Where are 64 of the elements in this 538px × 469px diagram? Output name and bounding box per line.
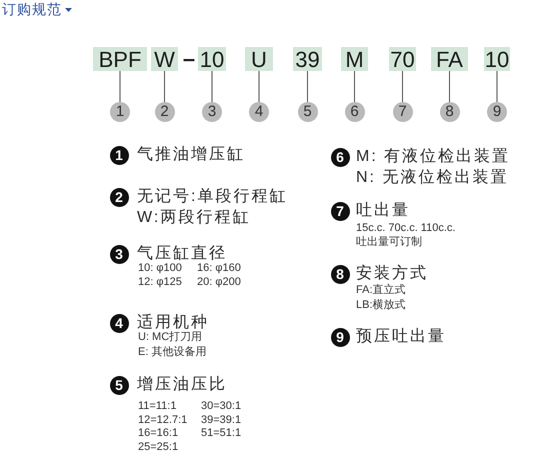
spec-option: 15c.c. 70c.c. 110c.c. [356, 222, 456, 235]
callout-number: 6 [344, 102, 364, 122]
spec-heading: 安装方式 [356, 264, 428, 284]
spec-option: 11=11:1 [138, 400, 176, 413]
item-number: 9 [330, 328, 350, 346]
spec-option: 20: φ200 [197, 276, 241, 288]
page-title: 订购规范 [2, 1, 62, 18]
spec-option: U: MC打刀用 [138, 331, 202, 344]
leader-line [258, 70, 260, 102]
code-segment: 10 [198, 47, 226, 71]
spec-option: FA:直立式 [356, 284, 406, 297]
callout-number: 2 [154, 102, 174, 122]
spec-option: 12=12.7:1 [138, 414, 188, 426]
spec-option: 39=39:1 [201, 414, 242, 426]
leader-line [496, 70, 498, 102]
code-segment: FA [431, 47, 468, 71]
spec-heading: 适用机种 [137, 312, 209, 331]
item-number: 2 [110, 188, 128, 206]
spec-option: 吐出量可订制 [356, 236, 422, 249]
spec-option: 12: φ125 [138, 276, 182, 288]
code-segment: 10 [484, 47, 510, 71]
spec-option: 30=30:1 [201, 400, 242, 413]
code-separator: – [182, 47, 196, 71]
leader-line [307, 70, 308, 102]
spec-option: 16: φ160 [197, 262, 241, 275]
spec-heading: 吐出量 [356, 200, 410, 221]
leader-line [402, 70, 403, 102]
leader-line [164, 70, 165, 102]
item-number: 6 [330, 148, 350, 166]
spec-heading: 增压油压比 [137, 374, 227, 395]
spec-heading: 气推油增压缸 [137, 144, 245, 165]
spec-option: LB:横放式 [356, 298, 406, 312]
code-segment: W [151, 47, 178, 71]
item-number: 8 [330, 264, 350, 284]
callout-number: 8 [440, 102, 460, 122]
callout-number: 3 [202, 102, 222, 122]
spec-heading: 气压缸直径 [137, 244, 227, 263]
callout-number: 1 [110, 102, 130, 122]
spec-option: 10: φ100 [138, 262, 182, 275]
item-number: 1 [110, 146, 128, 164]
item-number: 4 [110, 314, 128, 332]
code-segment: U [245, 47, 273, 71]
spec-option: 51=51:1 [201, 427, 242, 440]
callout-number: 4 [249, 102, 269, 122]
leader-line [449, 70, 450, 102]
item-number: 3 [110, 244, 128, 264]
spec-option: N: 无液位检出装置 [356, 167, 508, 189]
spec-option: 无记号:单段行程缸 [137, 186, 288, 208]
leader-line [354, 70, 355, 102]
spec-option: W:两段行程缸 [137, 207, 250, 229]
callout-number: 5 [298, 102, 318, 122]
spec-option: 16=16:1 [138, 427, 178, 440]
code-segment: BPF [93, 47, 147, 71]
code-segment: 39 [293, 47, 322, 71]
spec-option: 25=25:1 [138, 440, 178, 454]
code-segment: M [341, 47, 368, 71]
item-number: 7 [330, 202, 350, 220]
callout-number: 7 [392, 102, 412, 122]
spec-option: M: 有液位检出装置 [356, 146, 510, 168]
item-number: 5 [110, 376, 128, 394]
spec-option: E: 其他设备用 [138, 346, 206, 358]
code-segment: 70 [389, 47, 416, 71]
spec-heading: 预压吐出量 [356, 326, 446, 347]
callout-number: 9 [487, 102, 507, 122]
